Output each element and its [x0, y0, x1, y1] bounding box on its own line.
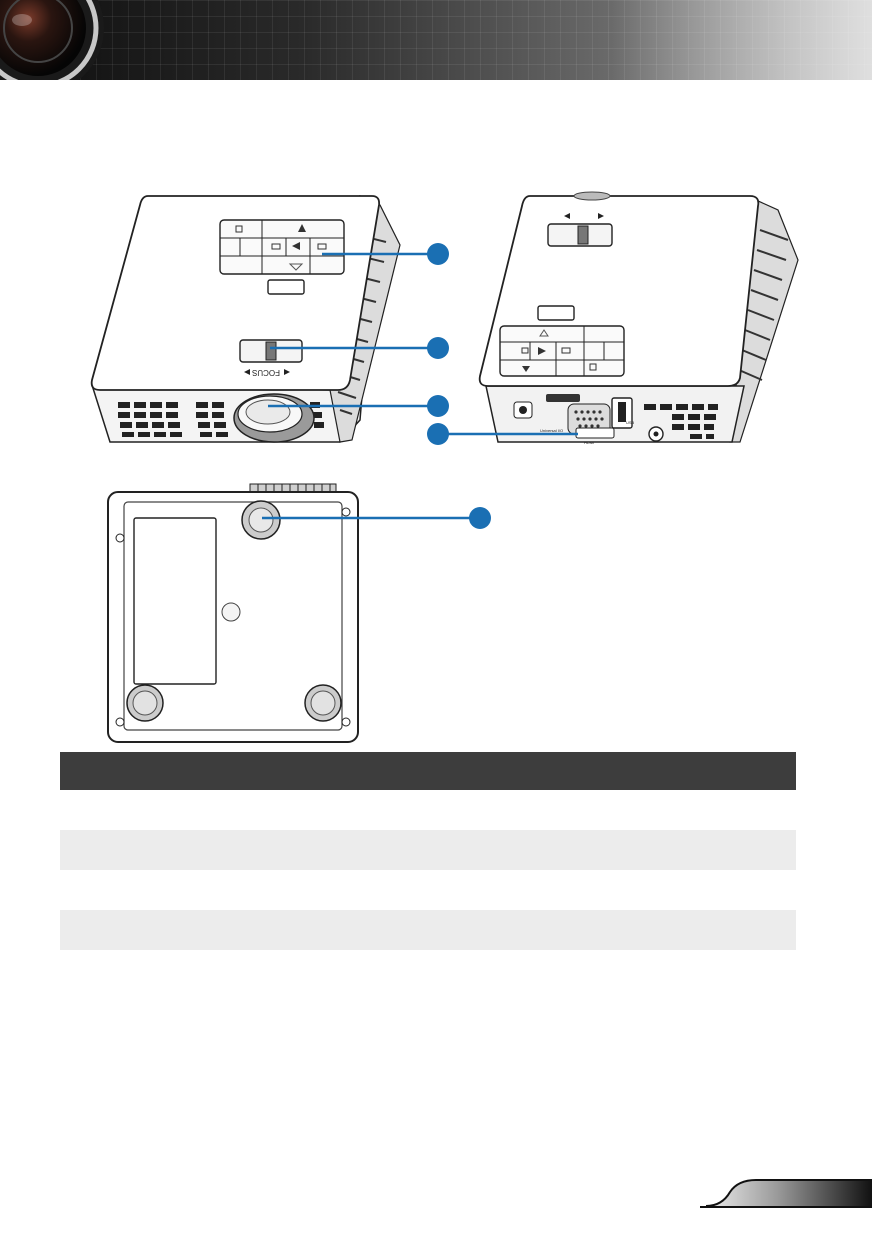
- rear-top-view: Universal I/O HDMI USB: [478, 191, 799, 445]
- focus-label: FOCUS: [252, 368, 280, 377]
- table-row: [60, 790, 796, 830]
- bottom-view: [107, 483, 359, 743]
- elevator-foot-icon: [241, 500, 281, 540]
- header-fade: [612, 0, 872, 80]
- rubber-foot-left: [126, 684, 164, 722]
- rubber-foot-right: [304, 684, 342, 722]
- callout-marker-2: [427, 337, 449, 359]
- page-tab-icon: [700, 1179, 872, 1208]
- projection-lens: [233, 393, 315, 443]
- product-figures: FOCUS: [90, 191, 799, 743]
- front-top-view: FOCUS: [90, 195, 401, 443]
- rear-keypad-panel-icon: [499, 325, 625, 377]
- table-row: [60, 870, 796, 910]
- callout-marker-3: [427, 395, 449, 417]
- focus-ring-control: FOCUS: [239, 339, 303, 377]
- callouts: [262, 243, 578, 529]
- table-row: [60, 910, 796, 950]
- callout-marker-1: [427, 243, 449, 265]
- table-header: [60, 752, 796, 790]
- projector-lens-icon: [0, 0, 104, 80]
- rear-side-vent-pattern: [738, 229, 789, 381]
- keypad-panel-icon: [219, 219, 345, 295]
- parts-table: [60, 752, 796, 950]
- table-row: [60, 830, 796, 870]
- front-vent-pattern: [118, 402, 324, 437]
- header-banner: [0, 0, 872, 80]
- callout-marker-5: [469, 507, 491, 529]
- universal-io-label: Universal I/O: [540, 428, 563, 433]
- rear-vent-pattern: [644, 404, 718, 439]
- rear-io-ports: Universal I/O HDMI USB: [513, 394, 664, 445]
- usb-label: USB: [626, 420, 635, 425]
- hdmi-label: HDMI: [584, 440, 594, 445]
- callout-marker-4: [427, 423, 449, 445]
